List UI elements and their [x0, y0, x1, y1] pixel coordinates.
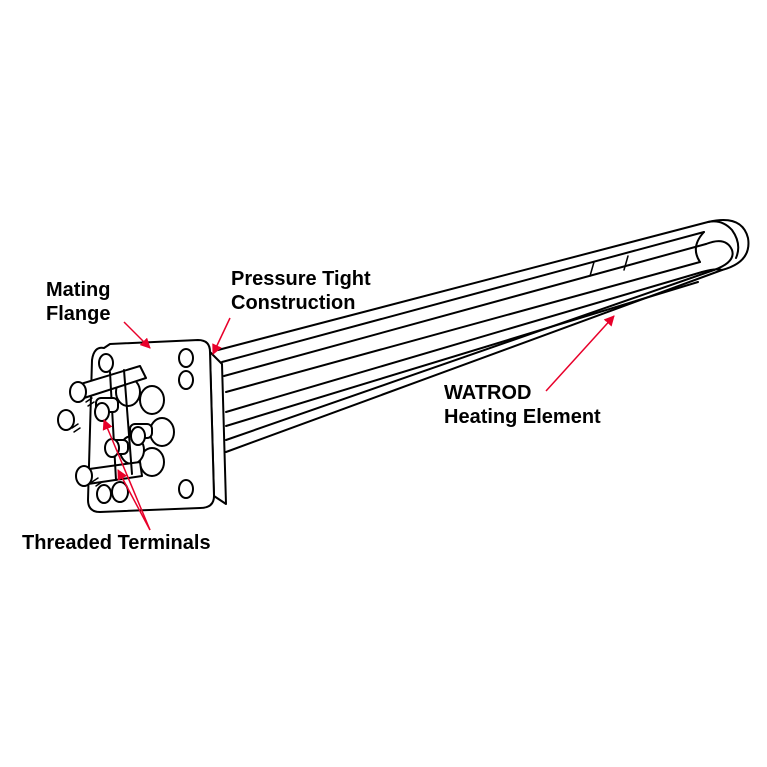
arrow-threaded-2 — [117, 469, 151, 531]
arrow-watrod — [545, 315, 615, 392]
heating-element-tubes — [217, 219, 750, 453]
leader-arrows — [102, 315, 615, 531]
pressure-tight-label: Pressure Tight Construction — [231, 267, 371, 315]
pressure-tight-line-1: Pressure Tight — [231, 268, 371, 290]
watrod-label: WATROD Heating Element — [444, 381, 601, 429]
arrow-mating-flange — [123, 321, 151, 349]
watrod-line-1: WATROD — [444, 382, 532, 404]
terminals — [57, 365, 175, 503]
mating-flange-line-2: Flange — [46, 303, 111, 325]
arrow-pressure-tight — [212, 317, 231, 355]
watrod-line-2: Heating Element — [444, 406, 601, 428]
pressure-tight-line-2: Construction — [231, 292, 356, 314]
mating-flange-line-1: Mating — [46, 279, 111, 301]
threaded-terminals-label: Threaded Terminals — [22, 531, 211, 555]
threaded-terminals-line-1: Threaded Terminals — [22, 532, 211, 554]
mating-flange-label: Mating Flange — [46, 278, 110, 326]
